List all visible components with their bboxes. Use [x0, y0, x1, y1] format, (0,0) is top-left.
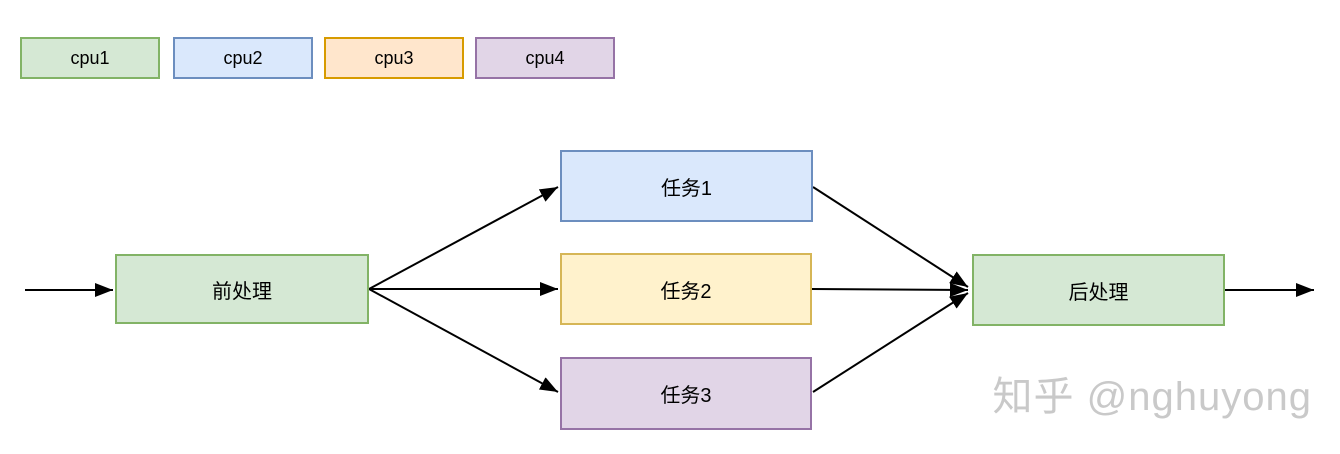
node-postprocess: 后处理	[972, 254, 1225, 326]
node-task3: 任务3	[560, 357, 812, 430]
node-preprocess: 前处理	[115, 254, 369, 324]
watermark: 知乎 @nghuyong	[992, 375, 1312, 419]
edge-task2-postprocess	[811, 282, 969, 297]
node-task2: 任务2	[560, 253, 812, 325]
edge-preprocess-task3	[368, 288, 559, 393]
node-task1: 任务1	[560, 150, 813, 222]
edge-task1-postprocess	[812, 186, 969, 288]
legend-item-cpu2: cpu2	[173, 37, 313, 79]
edge-preprocess-task1	[368, 186, 559, 290]
legend-item-cpu3: cpu3	[324, 37, 464, 79]
legend-item-cpu4: cpu4	[475, 37, 615, 79]
legend-item-cpu1: cpu1	[20, 37, 160, 79]
edge-task3-postprocess	[812, 292, 969, 393]
